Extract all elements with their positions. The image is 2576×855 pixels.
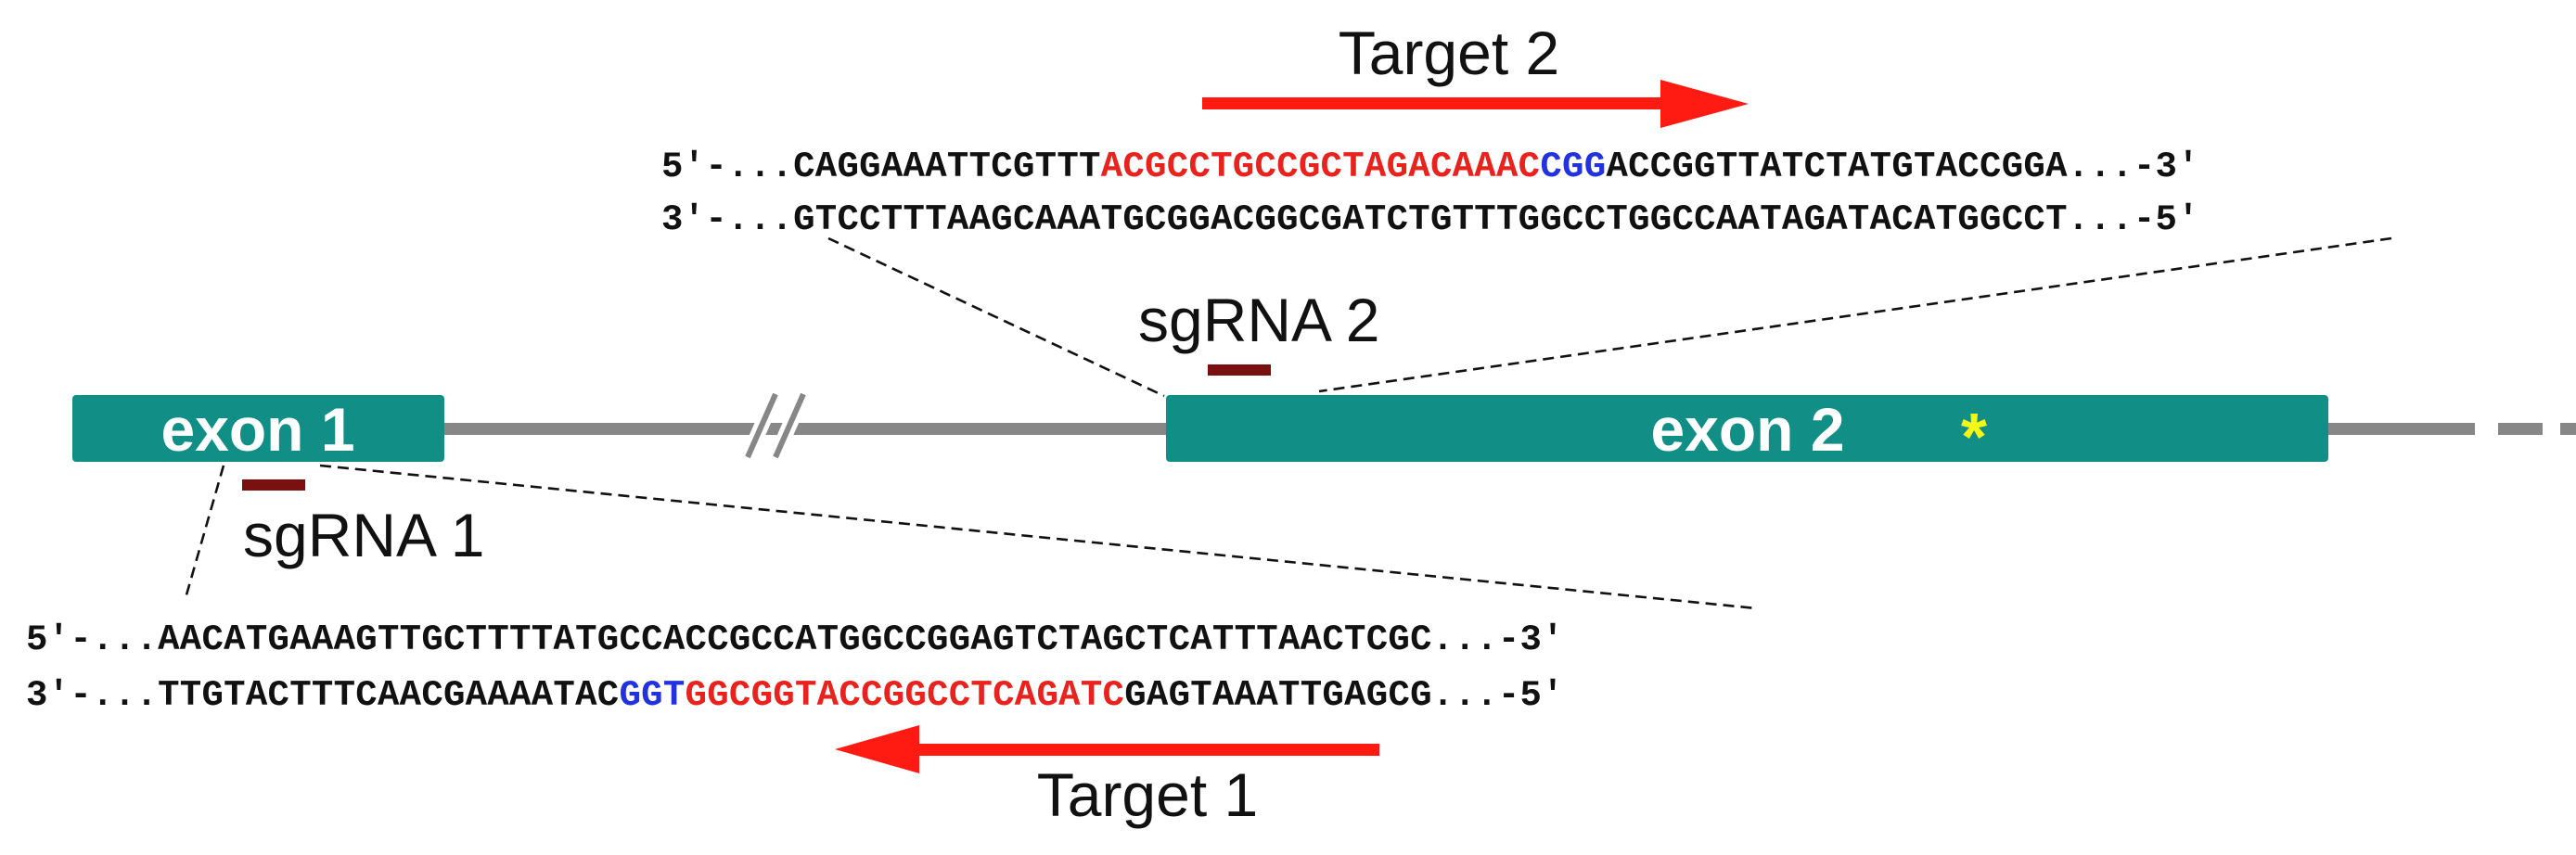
exon1-label: exon 1	[160, 395, 354, 464]
target1-bottom-suffix: ...-5'	[1432, 675, 1564, 716]
target2-bottom-suffix: ...-5'	[2068, 199, 2199, 240]
sgrna1-marker	[242, 479, 305, 491]
asterisk-mutation-marker: *	[1961, 401, 1987, 475]
intron-break-slash-2	[773, 392, 806, 459]
target1-bottom-pam: GGT	[619, 675, 685, 716]
target1-top-strand: 5'-...AACATGAAAGTTGCTTTTATGCCACCGCCATGGC…	[26, 619, 1564, 660]
target2-arrow-head	[1660, 80, 1749, 128]
exon2-label: exon 2	[1650, 395, 1844, 464]
target1-bottom-before: TTGTACTTTCAACGAAAATAC	[158, 675, 619, 716]
target1-arrow-head	[835, 725, 919, 773]
target1-bottom-target: GGCGGTACCGGCCTCAGATC	[686, 675, 1125, 716]
intron-break-slash-1	[745, 392, 778, 459]
exon2-zoom-line-right	[1318, 236, 2392, 393]
target2-arrow	[1202, 80, 1749, 128]
target1-bottom-strand: 3'-...TTGTACTTTCAACGAAAATACGGTGGCGGTACCG…	[26, 675, 1564, 716]
target2-arrow-shaft	[1202, 97, 1666, 109]
intron-line-dash-2	[2498, 423, 2543, 435]
exon1-box	[72, 395, 444, 462]
target2-bottom-prefix: 3'-...	[661, 199, 793, 240]
target1-bottom-after: GAGTAAATTGAGCG	[1124, 675, 1432, 716]
sgrna2-label: sgRNA 2	[1138, 286, 1379, 354]
intron-line-dash-3	[2560, 423, 2576, 435]
target2-top-prefix: 5'-...	[661, 147, 793, 187]
exon2-box	[1166, 395, 2328, 462]
target2-top-pam: CGG	[1540, 147, 1606, 187]
target2-top-target: ACGCCTGCCGCTAGACAAAC	[1101, 147, 1541, 187]
target1-top-suffix: ...-3'	[1432, 619, 1564, 660]
target1-arrow-shaft	[914, 744, 1379, 756]
sgrna2-marker	[1208, 364, 1271, 376]
target2-top-suffix: ...-3'	[2068, 147, 2199, 187]
target1-label: Target 1	[1037, 760, 1258, 829]
target2-bottom-sequence: GTCCTTTAAGCAAATGCGGACGGCGATCTGTTTGGCCTGG…	[793, 199, 2068, 240]
intron-break-icon	[740, 390, 811, 461]
target1-top-prefix: 5'-...	[26, 619, 158, 660]
target2-bottom-strand: 3'-...GTCCTTTAAGCAAATGCGGACGGCGATCTGTTTG…	[661, 199, 2199, 240]
exon2-zoom-line-left	[827, 236, 1165, 398]
exon1-zoom-line-left	[184, 465, 225, 599]
target1-top-sequence: AACATGAAAGTTGCTTTTATGCCACCGCCATGGCCGGAGT…	[158, 619, 1432, 660]
target2-top-before: CAGGAAATTCGTTT	[793, 147, 1101, 187]
sgrna1-label: sgRNA 1	[243, 501, 484, 569]
target2-top-strand: 5'-...CAGGAAATTCGTTTACGCCTGCCGCTAGACAAAC…	[661, 147, 2199, 187]
exon1-zoom-line-right	[319, 464, 1757, 610]
target2-top-after: ACCGGTTATCTATGTACCGGA	[1606, 147, 2068, 187]
target2-label: Target 2	[1339, 19, 1559, 87]
target1-bottom-prefix: 3'-...	[26, 675, 158, 716]
target1-arrow	[835, 725, 1379, 773]
intron-line-dash-1	[2430, 423, 2475, 435]
